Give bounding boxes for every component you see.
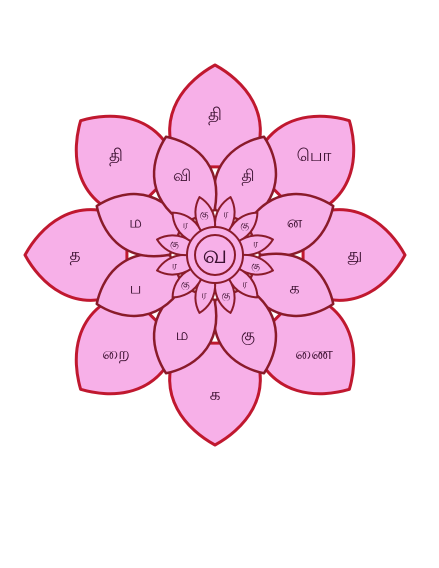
outer-petal-letter: து [348, 245, 363, 265]
outer-petal [74, 290, 180, 396]
inner-petal-letter: கு [170, 239, 179, 251]
middle-petal-letter: ன [287, 213, 303, 232]
middle-petal-letter: ப [130, 278, 142, 297]
outer-petal [168, 63, 262, 169]
inner-petal-letter: ர [253, 239, 259, 250]
inner-petal-letter: கு [240, 220, 249, 232]
center-inner-circle [194, 234, 236, 276]
inner-petal-letter: கு [251, 260, 260, 272]
middle-petal-letter: கு [241, 325, 255, 345]
outer-petal-letter: பொ [297, 146, 332, 166]
middle-petal-letter: க [289, 278, 299, 297]
middle-petal-letter: தி [241, 166, 254, 185]
inner-petal-letter: கு [221, 290, 230, 302]
lotus-center: வ [186, 226, 244, 284]
inner-petal-letter: ர [202, 290, 208, 301]
outer-petal-letter: றை [102, 344, 130, 364]
outer-petal-letter: தி [109, 146, 123, 166]
inner-petal-ring: ரகுரகுரகுரகுரகுரகு [156, 196, 274, 314]
inner-petal-letter: ர [242, 279, 248, 290]
outer-petal [250, 290, 356, 396]
outer-petal-letter: ணை [295, 344, 333, 364]
middle-petal-letter: ம [176, 325, 189, 344]
outer-petal [250, 114, 356, 220]
outer-petal-letter: த [69, 245, 80, 265]
outer-petal [168, 341, 262, 447]
middle-petal-letter: வி [173, 166, 191, 185]
outer-petal-letter: தி [208, 105, 222, 125]
inner-petal-letter: ர [223, 209, 229, 220]
inner-petal-letter: ர [183, 220, 189, 231]
inner-petal [194, 196, 217, 234]
outer-petal-letter: க [210, 385, 221, 405]
outer-petal-ring: தி பொ து ணை க றை த தி [23, 63, 407, 447]
outer-petal [23, 208, 129, 302]
outer-petal [74, 114, 180, 220]
middle-petal-letter: ம [129, 213, 142, 232]
inner-petal-letter: கு [200, 209, 209, 221]
outer-petal [301, 208, 407, 302]
inner-petal-letter: கு [181, 279, 190, 291]
inner-petal-letter: ர [172, 260, 178, 271]
center-letter: வ [203, 240, 228, 270]
